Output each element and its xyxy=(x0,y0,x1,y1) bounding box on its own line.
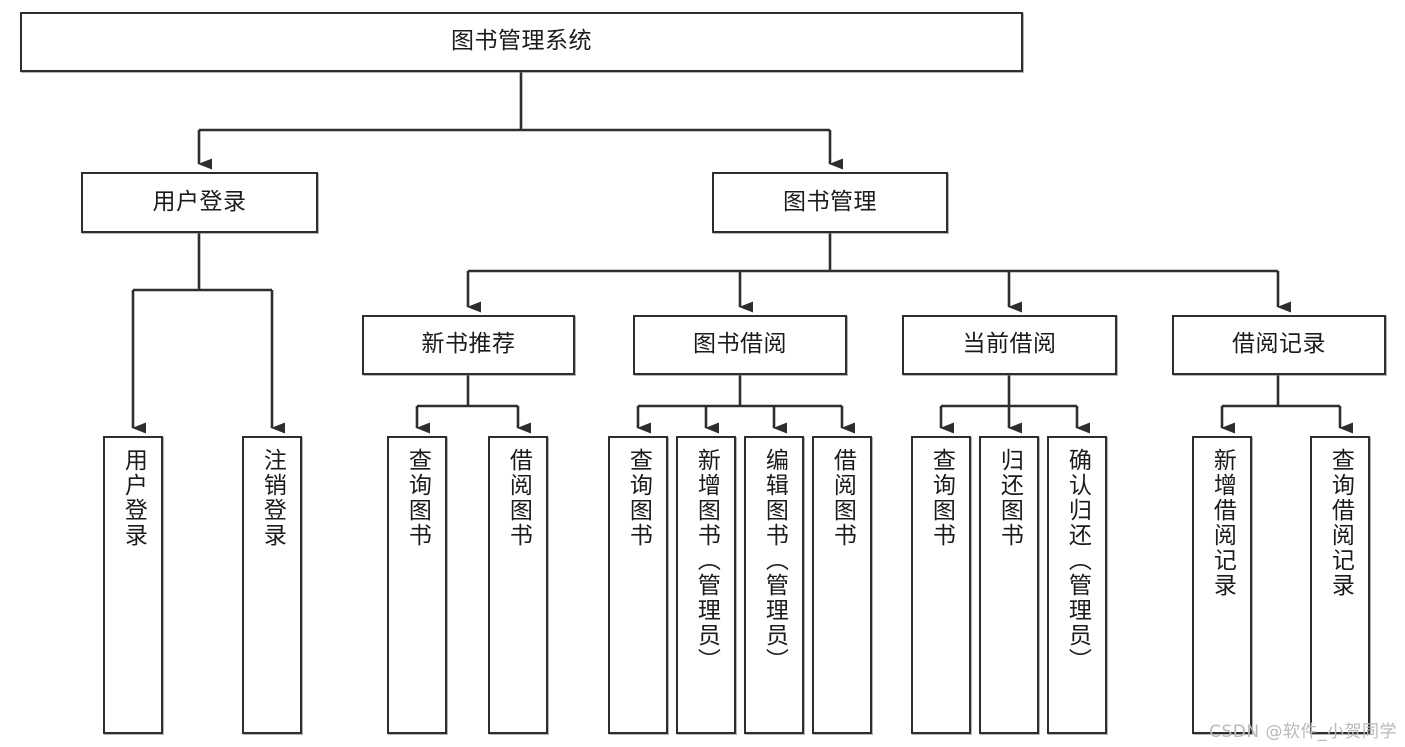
node-leaf-query-book-current[interactable]: 查询图书 xyxy=(911,436,971,734)
node-label: 查询图书 xyxy=(404,448,431,548)
node-user-login[interactable]: 用户登录 xyxy=(81,172,318,233)
node-leaf-query-book-borrow[interactable]: 查询图书 xyxy=(608,436,668,734)
node-leaf-edit-book[interactable]: 编辑图书（管理员） xyxy=(744,436,804,734)
node-label: 图书借阅 xyxy=(693,331,787,358)
node-new-book-recommend[interactable]: 新书推荐 xyxy=(362,315,575,375)
node-label: 查询借阅记录 xyxy=(1327,448,1354,598)
node-label: 注销登录 xyxy=(259,448,286,548)
node-label: 借阅图书 xyxy=(505,448,532,548)
node-root-system[interactable]: 图书管理系统 xyxy=(20,12,1023,72)
node-label: 查询图书 xyxy=(625,448,652,548)
node-label: 新增图书（管理员） xyxy=(693,448,720,673)
node-leaf-query-book-recommend[interactable]: 查询图书 xyxy=(387,436,447,734)
csdn-watermark: CSDN @软件_小贺同学 xyxy=(1209,722,1397,742)
node-label: 编辑图书（管理员） xyxy=(761,448,788,673)
node-leaf-borrow-book[interactable]: 借阅图书 xyxy=(812,436,872,734)
node-label: 查询图书 xyxy=(928,448,955,548)
node-book-manage[interactable]: 图书管理 xyxy=(712,172,948,233)
node-label: 图书管理系统 xyxy=(451,28,592,55)
node-leaf-confirm-return[interactable]: 确认归还（管理员） xyxy=(1047,436,1107,734)
node-leaf-add-book[interactable]: 新增图书（管理员） xyxy=(676,436,736,734)
node-label: 新书推荐 xyxy=(421,331,516,358)
node-leaf-query-borrow-record[interactable]: 查询借阅记录 xyxy=(1310,436,1370,734)
node-label: 确认归还（管理员） xyxy=(1064,448,1091,673)
node-label: 用户登录 xyxy=(120,448,147,548)
node-label: 归还图书 xyxy=(996,448,1023,548)
node-leaf-add-borrow-record[interactable]: 新增借阅记录 xyxy=(1192,436,1252,734)
node-label: 图书管理 xyxy=(783,188,877,215)
node-label: 新增借阅记录 xyxy=(1209,448,1236,598)
node-leaf-user-logout[interactable]: 注销登录 xyxy=(242,436,302,734)
node-book-borrow[interactable]: 图书借阅 xyxy=(633,315,847,375)
node-leaf-return-book[interactable]: 归还图书 xyxy=(979,436,1039,734)
node-label: 借阅图书 xyxy=(829,448,856,548)
node-label: 借阅记录 xyxy=(1232,331,1326,358)
node-label: 用户登录 xyxy=(152,188,247,215)
node-leaf-borrow-book-recommend[interactable]: 借阅图书 xyxy=(488,436,548,734)
node-leaf-user-login[interactable]: 用户登录 xyxy=(103,436,163,734)
node-current-borrow[interactable]: 当前借阅 xyxy=(902,315,1117,375)
node-borrow-record[interactable]: 借阅记录 xyxy=(1172,315,1386,375)
node-label: 当前借阅 xyxy=(962,331,1057,358)
